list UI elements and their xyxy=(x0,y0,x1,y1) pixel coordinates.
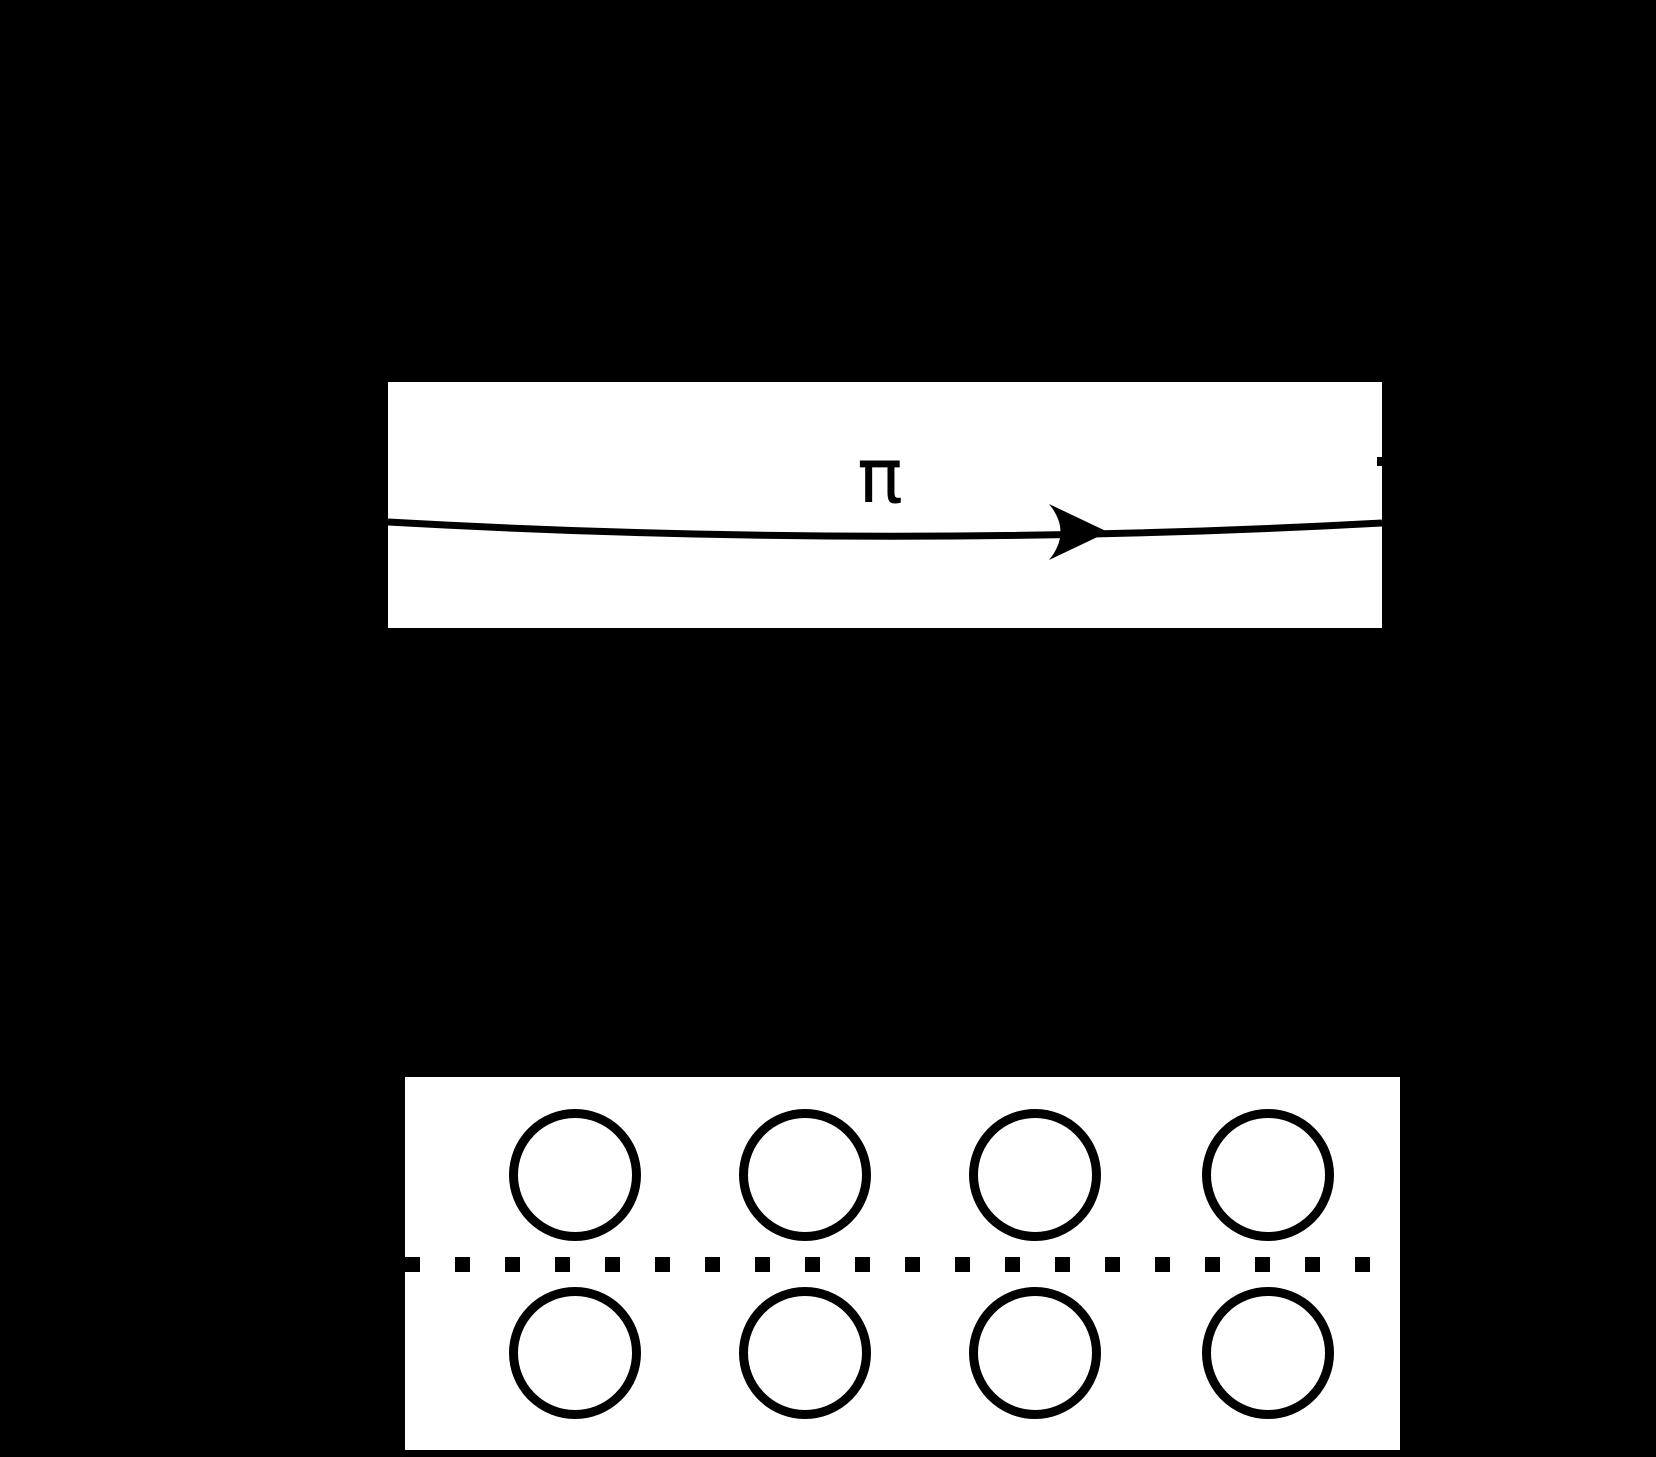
atom-circle xyxy=(1202,1287,1334,1419)
atom-circle xyxy=(1202,1109,1334,1241)
pulse-curve-line xyxy=(388,518,1382,540)
atom-circle xyxy=(739,1109,871,1241)
atoms-panel xyxy=(405,1077,1400,1450)
pi-pulse-panel: π xyxy=(388,382,1382,628)
atom-circle xyxy=(739,1287,871,1419)
pulse-arrow-graphic xyxy=(388,504,1382,560)
atom-circle xyxy=(969,1287,1101,1419)
dotted-divider-line xyxy=(405,1257,1380,1272)
pi-pulse-label: π xyxy=(857,431,903,520)
atom-circle xyxy=(969,1109,1101,1241)
atom-circle xyxy=(509,1109,641,1241)
clipped-edge-mark xyxy=(1377,457,1382,466)
arrowhead-icon xyxy=(1049,504,1108,560)
atom-circle xyxy=(509,1287,641,1419)
